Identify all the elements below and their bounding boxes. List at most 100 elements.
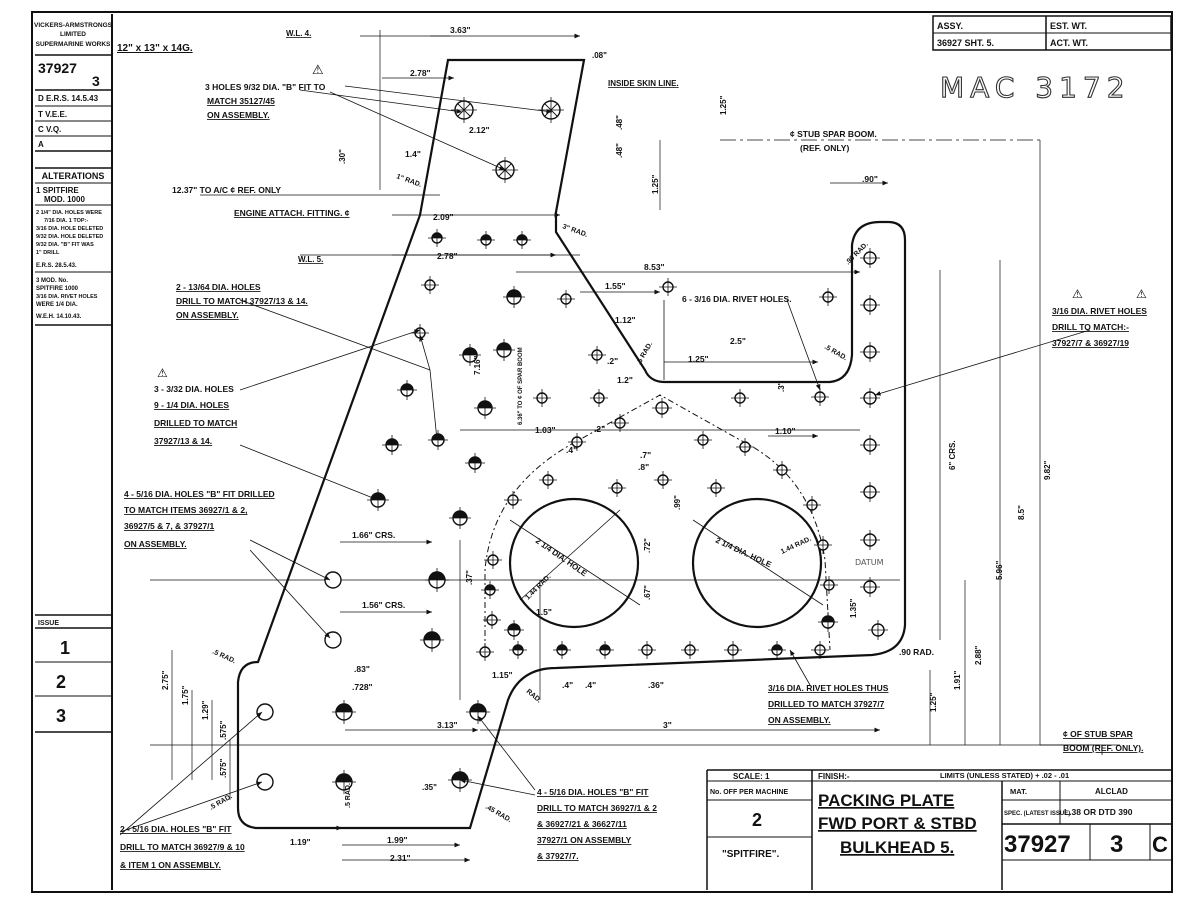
hole-21	[868, 620, 888, 640]
dim-1-29: 1.29"	[201, 700, 210, 720]
inside-skin-line: INSIDE SKIN LINE.	[608, 79, 679, 88]
hole-1	[451, 97, 477, 123]
issue-2: 2	[56, 672, 66, 692]
hole-62	[768, 641, 786, 659]
hole-26	[428, 430, 448, 450]
hole-5	[477, 231, 495, 249]
title-block: SCALE: 1 FINISH:- LIMITS (UNLESS STATED)…	[706, 769, 1172, 890]
dim-0-08: .08"	[592, 51, 607, 60]
left-drawing-number: 37927	[38, 60, 77, 76]
dim-1-rad: 1" RAD.	[395, 173, 422, 189]
hole-label-left: 2 1/4 DIA. HOLE	[534, 536, 589, 578]
alteration-2-line-1: 2 1/4" DIA. HOLES WERE	[36, 210, 102, 216]
hole-51	[484, 551, 502, 569]
hole-58	[596, 641, 614, 659]
stub-spar-bottom-line-1: ¢ OF STUB SPAR	[1063, 729, 1133, 739]
hole-45	[773, 461, 791, 479]
hole-73	[448, 768, 472, 792]
rivet-match-line-3: 37927/7 & 36927/19	[1052, 338, 1129, 348]
dim-0-83: .83"	[354, 664, 370, 674]
alterations-title: ALTERATIONS	[42, 171, 105, 181]
dim-1-25a: 1.25"	[719, 95, 728, 115]
checked-by: C V.Q.	[38, 125, 61, 134]
hole-18	[860, 482, 880, 502]
hole-11	[659, 278, 677, 296]
hole-28	[533, 389, 551, 407]
dim-2-31: 2.31"	[390, 853, 411, 863]
dim-0-3: .3"	[777, 381, 786, 392]
rivet-6-note: 6 - 3/16 DIA. RIVET HOLES.	[682, 294, 792, 304]
finish: FINISH:-	[818, 772, 850, 781]
alteration-1-line-2: MOD. 1000	[44, 195, 85, 204]
dimensions: 3.63" .08" 2.78" 2.12" 1.4" 1.25" .48" .…	[161, 25, 1052, 863]
dim-1-99: 1.99"	[387, 835, 408, 845]
stub-spar-line-2: (REF. ONLY)	[800, 143, 849, 153]
dim-0-5-rad-c: .5 RAD.	[211, 648, 237, 665]
title-line-3: BULKHEAD 5.	[840, 838, 954, 857]
hole-7	[421, 276, 439, 294]
hole-53	[483, 611, 501, 629]
alteration-3-line-3: 3/16 DIA. RIVET HOLES	[36, 294, 98, 300]
rivet-thus-line-1: 3/16 DIA. RIVET HOLES THUS	[768, 683, 889, 693]
hole-36	[652, 398, 672, 418]
hole-66	[324, 631, 342, 649]
dim-1-19: 1.19"	[290, 837, 311, 847]
no-off-label: No. OFF PER MACHINE	[710, 789, 788, 796]
dim-0-5-rad-b: .5 RAD.	[636, 341, 655, 366]
dim-1-25c: 1.25"	[688, 354, 709, 364]
note-3-32-line-2: 9 - 1/4 DIA. HOLES	[154, 400, 229, 410]
dim-2-12: 2.12"	[469, 125, 490, 135]
company-line-3: SUPERMARINE WORKS	[36, 41, 111, 48]
dim-6-36: 6.36" TO ¢ OF SPAR BOOM	[518, 347, 524, 425]
dim-0-2: .2"	[607, 356, 618, 366]
large-holes	[484, 394, 831, 651]
spec-label: SPEC. (LATEST ISSUE)	[1004, 811, 1070, 817]
material-value: ALCLAD	[1095, 787, 1128, 796]
left-sheet-number: 3	[92, 73, 100, 89]
hole-15	[860, 342, 880, 362]
hole-8	[411, 324, 429, 342]
hole-29	[590, 389, 608, 407]
hole-57	[553, 641, 571, 659]
hole-35	[449, 507, 471, 529]
dim-1-5: 1.5"	[536, 607, 552, 617]
hole-52	[481, 581, 499, 599]
dim-7-16: 7.16"	[473, 355, 482, 375]
alteration-2-line-5: 9/32 DIA. "B" FIT WAS	[36, 242, 94, 248]
wl4-label: W.L. 4.	[286, 29, 311, 38]
alteration-2-line-2: 7/16 DIA. 1 TOP:-	[44, 218, 88, 224]
dim-3: 3"	[663, 720, 672, 730]
dim-6-crs: 6" CRS.	[948, 440, 957, 470]
hole-49	[820, 576, 838, 594]
annotations: 12" x 13" x 14G. W.L. 4. W.L. 5. ⚠ 3 HOL…	[117, 29, 1147, 870]
dim-1-56-crs: 1.56" CRS.	[362, 600, 405, 610]
title-line-1: PACKING PLATE	[818, 791, 954, 810]
alteration-2-line-3: 3/16 DIA. HOLE DELETED	[36, 226, 103, 232]
hole-22	[493, 339, 515, 361]
hole-6	[513, 231, 531, 249]
dim-0-67: .67"	[643, 585, 652, 600]
large-hole-left	[508, 497, 640, 629]
dim-8-53: 8.53"	[644, 262, 665, 272]
traced-by: T V.E.E.	[38, 110, 67, 119]
hole-60	[681, 641, 699, 659]
dim-0-4c: .4"	[585, 680, 596, 690]
hole-47	[803, 496, 821, 514]
hole-20	[860, 577, 880, 597]
hole-9	[503, 286, 525, 308]
dim-0-2b: .2"	[594, 424, 605, 434]
issue-title: ISSUE	[38, 620, 59, 627]
hole-23	[588, 346, 606, 364]
dim-8-5: 8.5"	[1017, 505, 1026, 520]
dim-1-4: 1.4"	[405, 149, 421, 159]
hole-33	[465, 453, 485, 473]
dim-1-91: 1.91"	[953, 670, 962, 690]
note-5-16-b-line-3: & 36927/21 & 36627/11	[537, 819, 627, 829]
scale: SCALE: 1	[733, 772, 770, 781]
rivet-thus-line-2: DRILLED TO MATCH 37927/7	[768, 699, 885, 709]
hole-25	[397, 380, 417, 400]
rivet-match-line-1: 3/16 DIA. RIVET HOLES	[1052, 306, 1147, 316]
note-5-16-a-line-1: 4 - 5/16 DIA. HOLES "B" FIT DRILLED	[124, 489, 275, 499]
dim-0-90-rad-b: .90 RAD.	[899, 647, 934, 657]
